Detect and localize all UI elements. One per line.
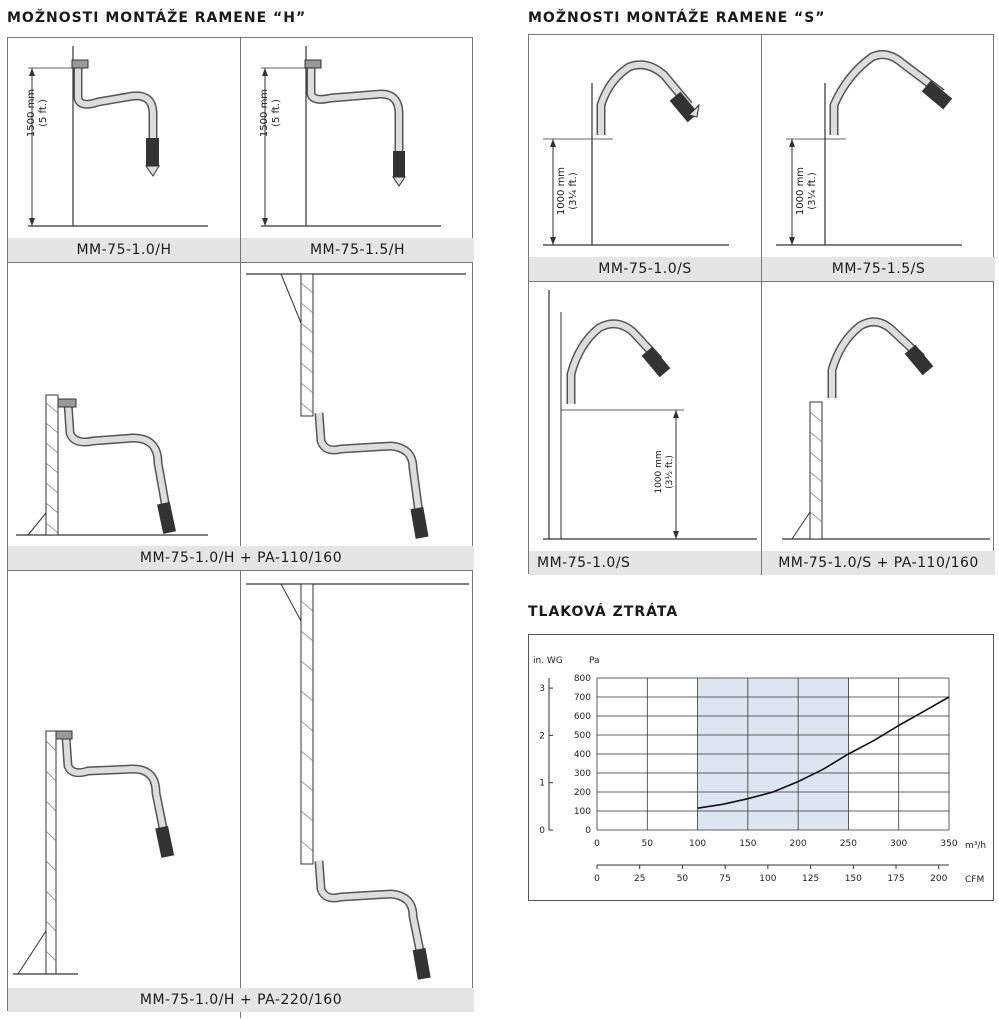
y-tick-label: 200 <box>574 788 591 798</box>
dim-label-1500-a: 1500 mm(5 ft.) <box>26 88 49 138</box>
h-option-1: MM-75-1.0/H 1500 mm(5 ft.) <box>8 38 240 262</box>
arm-s-pa110-drawing <box>782 317 990 540</box>
x-tick-label: 250 <box>840 839 857 849</box>
arm-h-ceiling-drawing <box>246 273 466 539</box>
arm-s-1.5-drawing <box>776 50 962 246</box>
chart-title: TLAKOVÁ ZTRÁTA <box>528 604 679 620</box>
s-option-2: MM-75-1.5/S 1000 mm(3¼ ft.) <box>762 35 995 281</box>
arm-h-1.0-drawing <box>28 46 208 227</box>
h-option-2: MM-75-1.5/H 1500 mm(5 ft.) <box>241 38 474 262</box>
arm-h-1.5-drawing <box>261 46 441 227</box>
x-tick-label: 150 <box>739 839 756 849</box>
h-section-title: MOŽNOSTI MONTÁŽE RAMENE “H” <box>7 10 307 26</box>
caption-h-2: MM-75-1.5/H <box>241 238 474 262</box>
cfm-tick-label: 200 <box>930 874 947 884</box>
h-option-5: MM-75-1.0/H + PA-220/160 <box>8 571 474 1012</box>
y-tick-label: 300 <box>574 769 591 779</box>
caption-s-3: MM-75-1.0/S <box>529 551 761 575</box>
cfm-tick-label: 25 <box>634 874 645 884</box>
cfm-tick-label: 75 <box>719 874 730 884</box>
cfm-tick-label: 0 <box>594 874 600 884</box>
cfm-tick-label: 100 <box>759 874 776 884</box>
x-tick-label: 50 <box>642 839 654 849</box>
x-tick-label: 0 <box>594 839 600 849</box>
x-tick-label: 100 <box>689 839 706 849</box>
arm-h-ceiling-long-drawing <box>246 583 469 980</box>
y-tick-label: 700 <box>574 693 591 703</box>
x-tick-label: 300 <box>890 839 907 849</box>
caption-h-1: MM-75-1.0/H <box>8 238 240 262</box>
y-tick-label: 0 <box>585 826 591 836</box>
s-mounting-panel: MM-75-1.0/S 1000 mm(3¼ ft.) MM-75-1.5/S … <box>528 34 995 575</box>
h-option-4 <box>241 263 474 570</box>
pressure-curve <box>697 696 950 809</box>
cfm-tick-label: 150 <box>845 874 862 884</box>
inwg-tick-label: 3 <box>539 684 545 694</box>
caption-s-2: MM-75-1.5/S <box>762 257 995 281</box>
y-tick-label: 800 <box>574 674 591 684</box>
h-mounting-panel: MM-75-1.0/H 1500 mm(5 ft.) MM-75-1.5/H 1… <box>7 37 474 1018</box>
dim-label-1000-c: 1000 mm(3½ ft.) <box>654 450 675 494</box>
s-option-1: MM-75-1.0/S 1000 mm(3¼ ft.) <box>529 35 761 281</box>
cfm-tick-label: 175 <box>887 874 904 884</box>
s-section-title: MOŽNOSTI MONTÁŽE RAMENE “S” <box>528 10 826 26</box>
inwg-tick-label: 2 <box>539 731 545 741</box>
h-option-6 <box>241 571 474 1012</box>
y-tick-label: 100 <box>574 807 591 817</box>
pa-unit-label: Pa <box>589 656 600 666</box>
caption-h-4: MM-75-1.0/H + PA-220/160 <box>8 988 474 1012</box>
cfm-tick-label: 50 <box>677 874 689 884</box>
arm-s-1.0-drawing <box>543 60 729 246</box>
dim-label-1000-a: 1000 mm(3¼ ft.) <box>556 166 579 216</box>
caption-s-4: MM-75-1.0/S + PA-110/160 <box>762 551 995 575</box>
arm-h-pa110-drawing <box>16 394 208 536</box>
x-tick-label: 200 <box>790 839 807 849</box>
arm-s-wall-drawing <box>543 290 757 540</box>
cfm-tick-label: 125 <box>802 874 819 884</box>
h-option-3: MM-75-1.0/H + PA-110/160 <box>8 263 474 570</box>
x-tick-label: 350 <box>940 839 957 849</box>
arm-h-pa220-drawing <box>13 730 175 975</box>
y-tick-label: 500 <box>574 731 591 741</box>
dim-label-1000-b: 1000 mm(3¼ ft.) <box>795 166 818 216</box>
s-option-4: MM-75-1.0/S + PA-110/160 <box>762 282 995 575</box>
cfm-unit-label: CFM <box>965 875 984 885</box>
x-unit-label: m³/h <box>965 841 986 851</box>
y-tick-label: 400 <box>574 750 591 760</box>
caption-h-3: MM-75-1.0/H + PA-110/160 <box>8 546 474 570</box>
caption-s-1: MM-75-1.0/S <box>529 257 761 281</box>
inwg-tick-label: 0 <box>539 826 545 836</box>
dim-label-1500-b: 1500 mm(5 ft.) <box>259 88 282 138</box>
s-option-3: MM-75-1.0/S 1000 mm(3½ ft.) <box>529 282 761 575</box>
y-tick-label: 600 <box>574 712 591 722</box>
inwg-tick-label: 1 <box>539 779 545 789</box>
inwg-unit-label: in. WG <box>533 656 563 666</box>
